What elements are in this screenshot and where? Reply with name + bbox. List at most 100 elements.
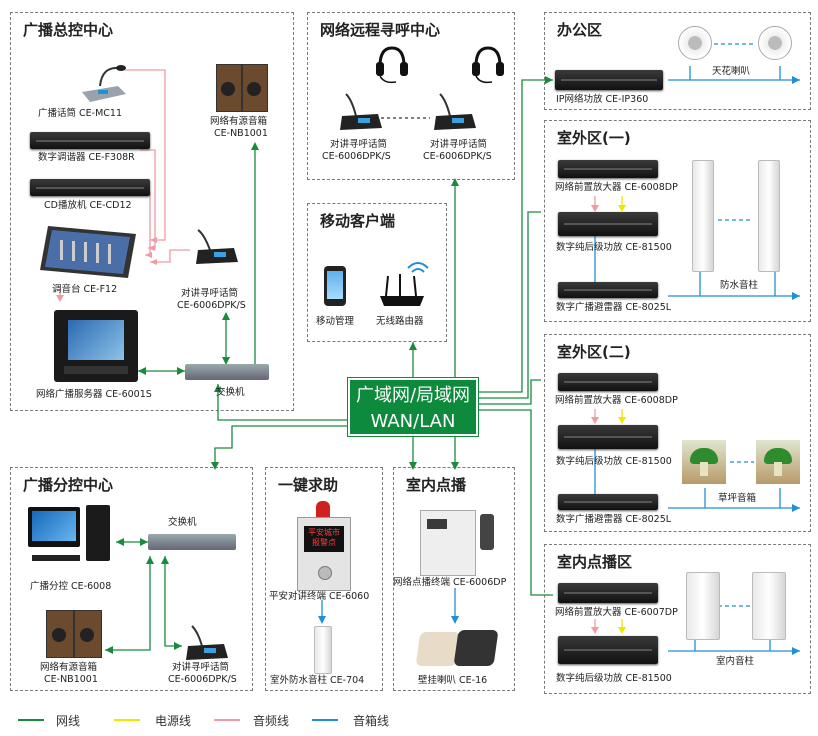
smartphone-icon	[324, 266, 346, 306]
indoor-column-speaker-icon-b	[752, 572, 786, 640]
pre-amp1-label: 网络前置放大器 CE-6008DP	[555, 182, 678, 193]
surge2-label: 数字广播避雷器 CE-8025L	[556, 514, 672, 525]
section-title: 室内点播	[406, 476, 467, 494]
intercom-terminal-icon: 平安城市 报警点	[297, 517, 351, 591]
surge1-label: 数字广播避雷器 CE-8025L	[556, 302, 672, 313]
branch-speaker-label-1: 网络有源音箱	[40, 662, 98, 673]
headset-icon-a	[374, 44, 410, 84]
intercom-screen: 平安城市 报警点	[304, 526, 344, 552]
waterproof-col-label: 室外防水音柱 CE-704	[270, 675, 365, 686]
tuner-icon	[30, 132, 150, 149]
section-title: 广播总控中心	[23, 21, 114, 39]
surge-protector-1-icon	[558, 282, 658, 298]
ip-amp-label: IP网络功放 CE-IP360	[556, 94, 649, 105]
wan-lan-node: 广域网/局域网 WAN/LAN	[348, 378, 478, 436]
post-amplifier-1-icon	[558, 212, 658, 236]
wall-speaker-icon-b	[453, 630, 499, 666]
column-speaker-icon-a	[692, 160, 714, 272]
wireless-router-label: 无线路由器	[376, 316, 424, 327]
lawn-speaker-label: 草坪音箱	[718, 493, 757, 504]
section-title: 室外区(一)	[557, 129, 631, 147]
headset-icon-b	[470, 44, 506, 84]
wall-speaker-label: 壁挂喇叭 CE-16	[418, 675, 488, 686]
post-amp1-label: 数字纯后级功放 CE-81500	[556, 242, 672, 253]
branch-paging-label-2: CE-6006DPK/S	[168, 674, 237, 685]
vod-terminal-label: 网络点播终端 CE-6006DP	[393, 577, 507, 588]
legend-label-power: 电源线	[155, 714, 192, 728]
active-speaker-main-label-2: CE-NB1001	[214, 128, 268, 139]
switch-main-icon	[185, 364, 269, 380]
switch-branch-label: 交换机	[168, 517, 197, 528]
section-title: 广播分控中心	[23, 476, 114, 494]
paging-main-label-2: CE-6006DPK/S	[177, 300, 246, 311]
desktop-pc-icon	[28, 505, 114, 567]
remote-paging-box: 网络远程寻呼中心	[307, 12, 515, 180]
legend-swatch-power	[114, 719, 140, 721]
column-speaker-icon-b	[758, 160, 780, 272]
ceiling-speaker-icon-b	[758, 26, 792, 60]
switch-main-label: 交换机	[216, 387, 245, 398]
section-title: 室内点播区	[557, 553, 633, 571]
post-amp2-label: 数字纯后级功放 CE-81500	[556, 456, 672, 467]
section-title: 室外区(二)	[557, 343, 631, 361]
legend-swatch-audio	[214, 719, 240, 721]
arrow-heads	[56, 76, 800, 655]
lawn-speaker-icon-a	[682, 440, 726, 484]
post-amplifier-3-icon	[558, 636, 658, 664]
pre-amplifier-3-icon	[558, 583, 658, 603]
branch-paging-mic-icon	[184, 624, 228, 662]
section-title: 移动客户端	[320, 212, 396, 230]
pre-amplifier-1-icon	[558, 160, 658, 178]
remote-paging-b-label-2: CE-6006DPK/S	[423, 151, 492, 162]
remote-paging-mic-icon-b	[432, 92, 476, 132]
broadcast-mic-icon	[78, 62, 128, 104]
branch-paging-label-1: 对讲寻呼话筒	[172, 662, 230, 673]
section-title: 网络远程寻呼中心	[320, 21, 441, 39]
legend-label-audio: 音频线	[253, 714, 290, 728]
waterproof-column-label: 防水音柱	[720, 280, 759, 291]
branch-speaker-label-2: CE-NB1001	[44, 674, 98, 685]
paging-main-label-1: 对讲寻呼话筒	[181, 288, 239, 299]
cd-label: CD播放机 CE-CD12	[44, 200, 132, 211]
active-speaker-main-icon	[216, 62, 268, 112]
paging-mic-main-icon	[194, 228, 238, 266]
lawn-speaker-icon-b	[756, 440, 800, 484]
wan-line-1: 广域网/局域网	[355, 385, 471, 406]
server-label: 网络广播服务器 CE-6001S	[36, 389, 152, 400]
branch-pc-label: 广播分控 CE-6008	[30, 581, 112, 592]
mobile-mgmt-label: 移动管理	[316, 316, 355, 327]
indoor-column-label: 室内音柱	[716, 656, 755, 667]
mic-label: 广播话筒 CE-MC11	[38, 108, 123, 119]
wan-line-2: WAN/LAN	[370, 411, 456, 432]
pre-amplifier-2-icon	[558, 373, 658, 391]
cd-player-icon	[30, 179, 150, 196]
legend-swatch-speaker	[312, 719, 338, 721]
ceiling-speaker-icon-a	[678, 26, 712, 60]
section-title: 一键求助	[278, 476, 339, 494]
intercom-terminal-label: 平安对讲终端 CE-6060	[269, 591, 370, 602]
pre-amp3-label: 网络前置放大器 CE-6007DP	[555, 607, 678, 618]
pre-amp2-label: 网络前置放大器 CE-6008DP	[555, 395, 678, 406]
alarm-light-icon	[316, 501, 330, 517]
remote-paging-a-label-1: 对讲寻呼话筒	[330, 139, 388, 150]
legend-label-speaker: 音箱线	[353, 714, 390, 728]
broadcast-server-icon	[54, 310, 138, 382]
ceiling-speaker-label: 天花喇叭	[712, 66, 751, 77]
surge-protector-2-icon	[558, 494, 658, 510]
tuner-label: 数字调谐器 CE-F308R	[38, 152, 135, 163]
wifi-router-icon	[378, 258, 434, 308]
active-speaker-main-label-1: 网络有源音箱	[210, 116, 268, 127]
mixer-icon	[40, 220, 138, 280]
post-amplifier-2-icon	[558, 425, 658, 449]
mixer-label: 调音台 CE-F12	[52, 284, 118, 295]
help-button[interactable]	[318, 566, 332, 580]
speaker-lines	[321, 66, 800, 652]
legend-label-network: 网线	[56, 714, 81, 728]
vod-terminal-icon	[420, 510, 476, 576]
remote-control-icon	[480, 514, 494, 550]
remote-paging-b-label-1: 对讲寻呼话筒	[430, 139, 488, 150]
branch-speaker-icon	[46, 608, 102, 658]
section-title: 办公区	[557, 21, 603, 39]
waterproof-column-speaker-icon	[314, 626, 332, 674]
